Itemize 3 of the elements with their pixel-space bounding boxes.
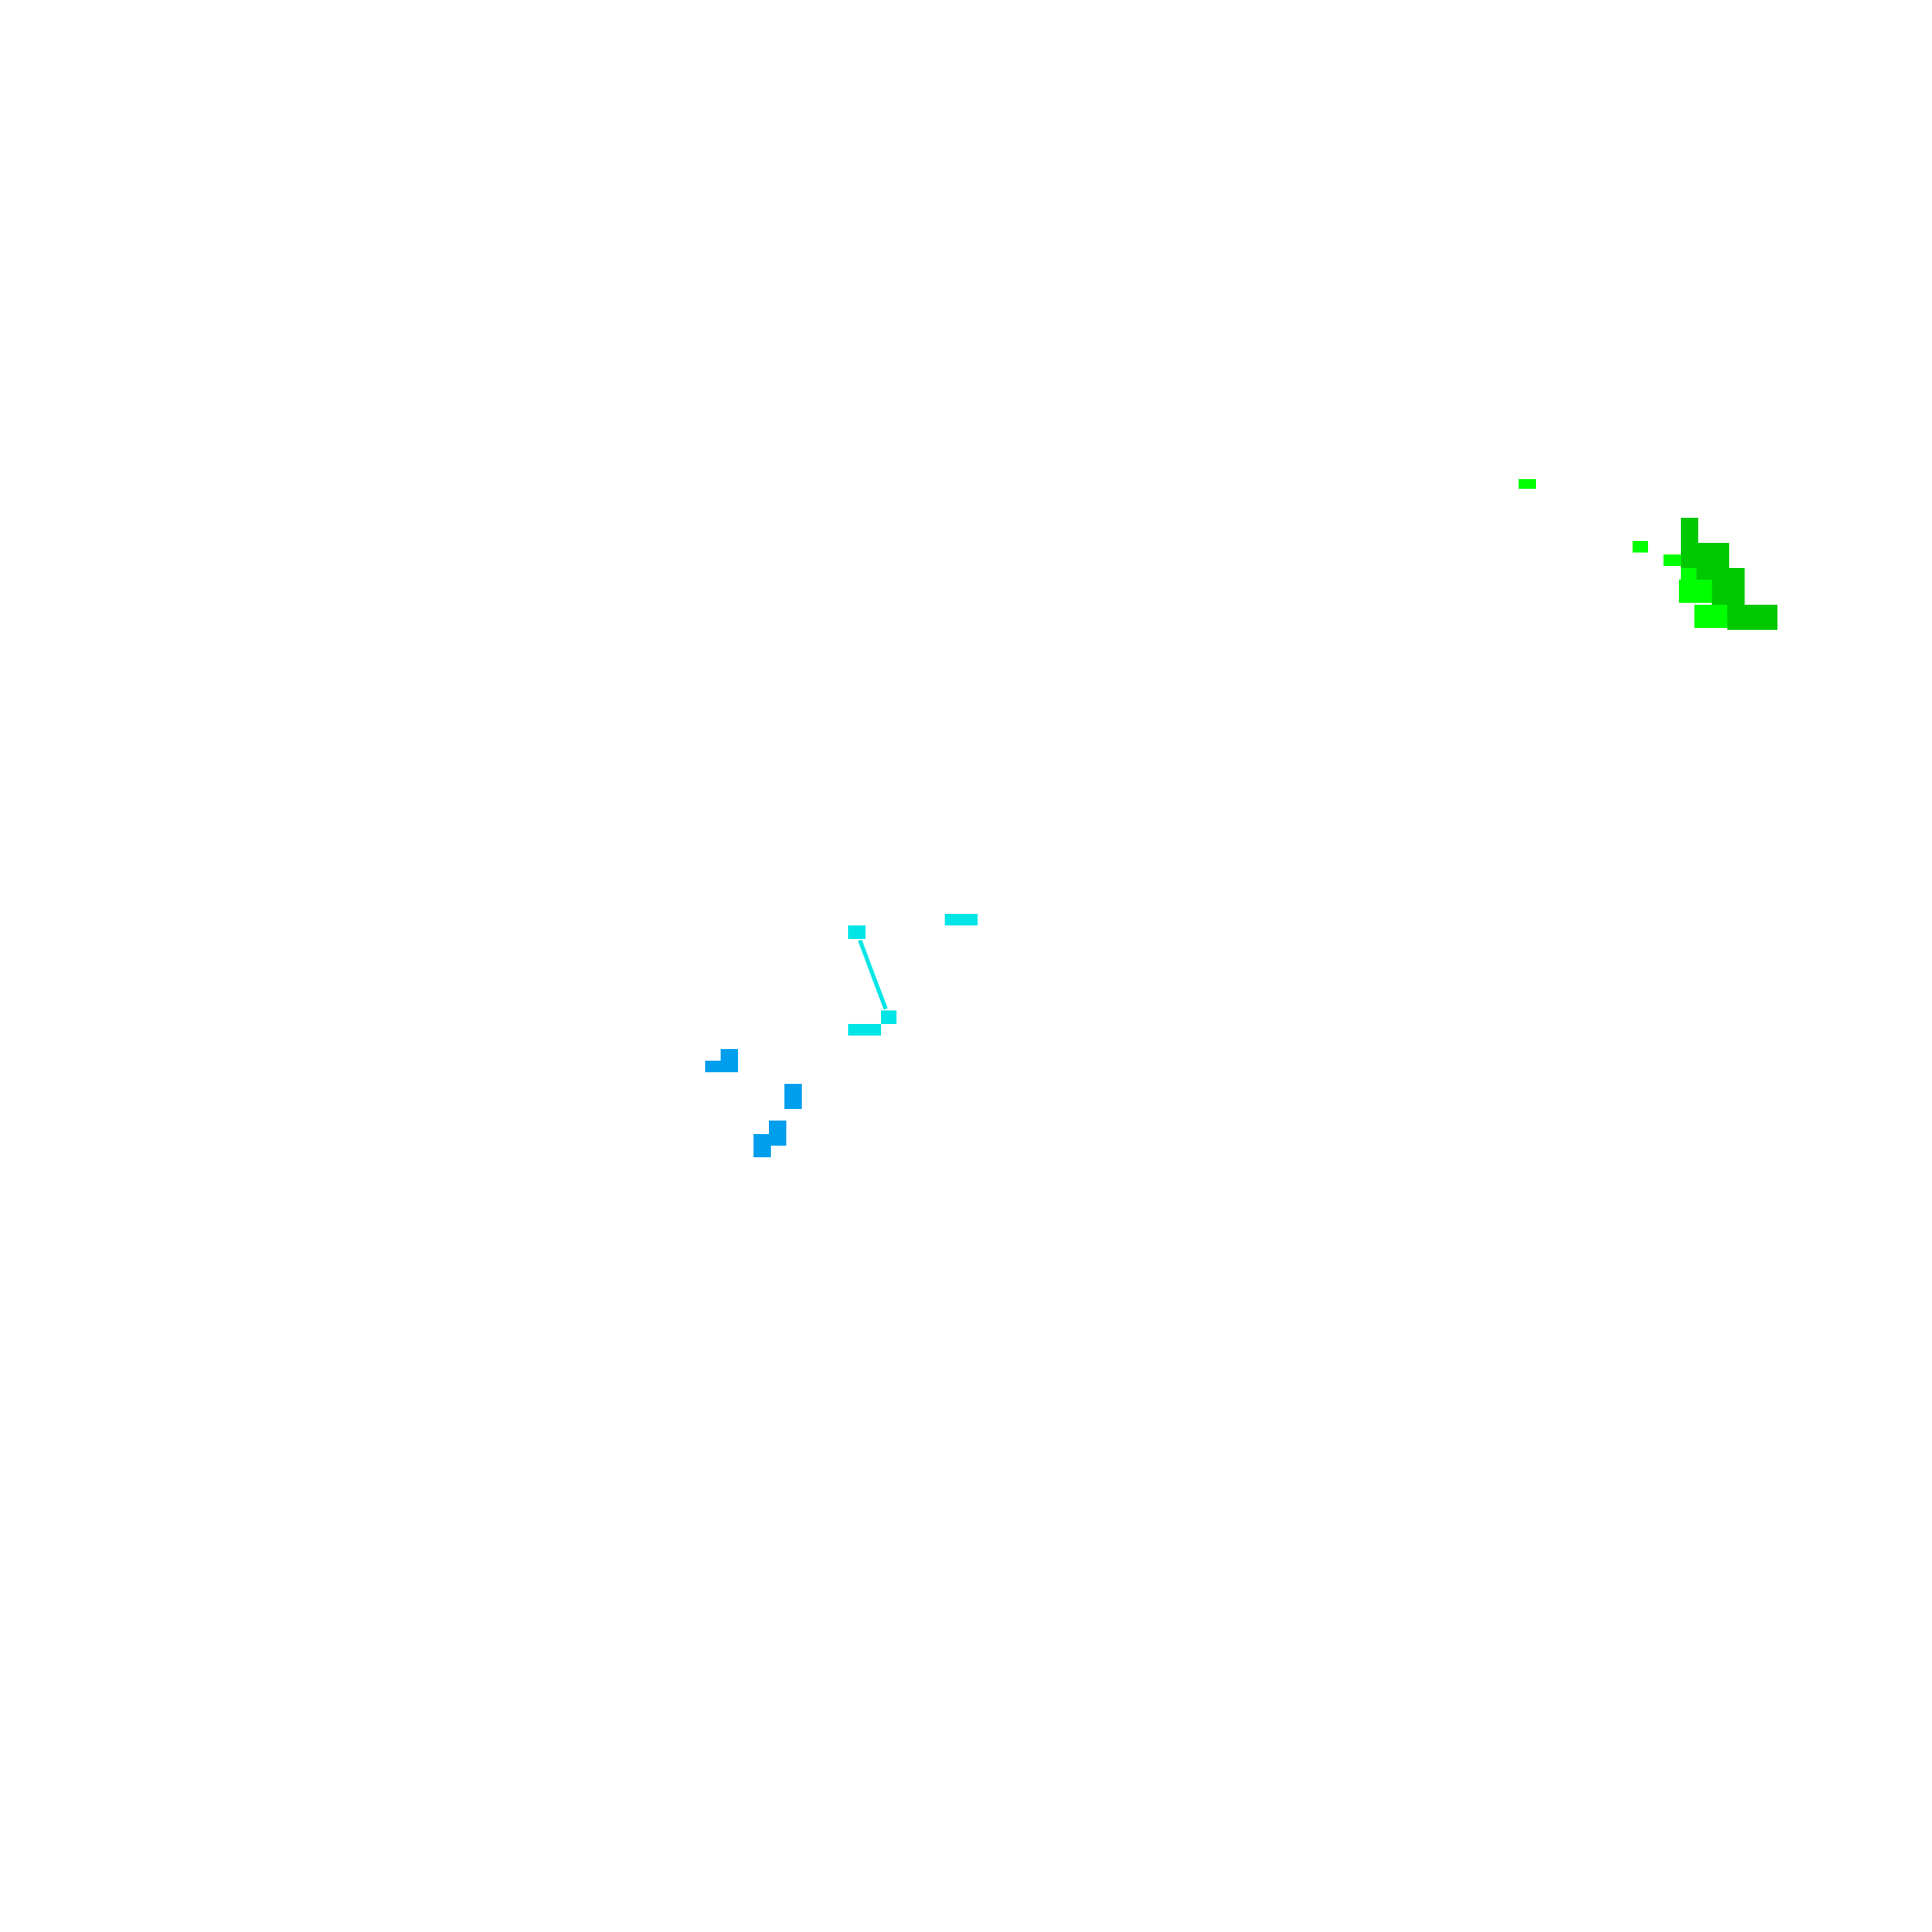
pixel-block	[881, 1010, 897, 1024]
line	[858, 939, 888, 1010]
pixel-block	[848, 924, 866, 939]
